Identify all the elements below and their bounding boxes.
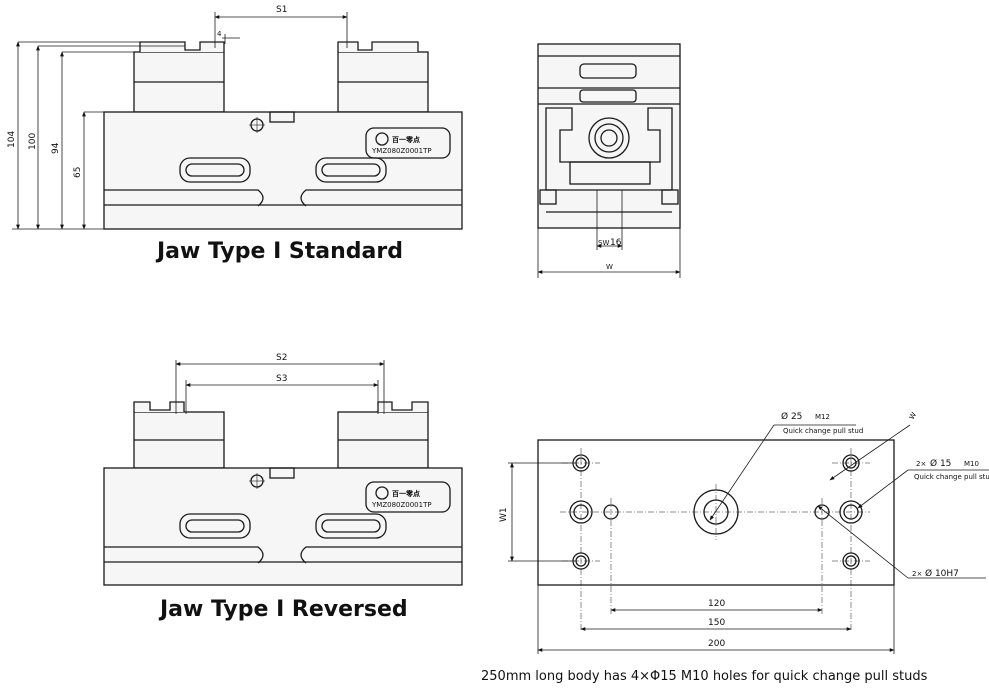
dim-sw: SW bbox=[598, 239, 609, 247]
left-jaw-reversed bbox=[133, 401, 225, 469]
caption-reversed: Jaw Type I Reversed bbox=[158, 597, 408, 622]
side-hole-thread: M10 bbox=[964, 460, 979, 468]
reversed-front-view bbox=[103, 401, 463, 586]
vise-body bbox=[103, 111, 463, 230]
reversed-dimensions bbox=[175, 360, 385, 414]
dim-200: 200 bbox=[708, 639, 725, 649]
center-bore-icon bbox=[588, 117, 630, 159]
center-hole-dia: Ø 25 bbox=[781, 411, 802, 422]
dim-94: 94 bbox=[51, 142, 61, 154]
center-hole-thread: M12 bbox=[815, 413, 830, 421]
model-text: YMZ080Z0001TP bbox=[371, 147, 432, 155]
brand-logo-icon-reversed bbox=[375, 486, 389, 500]
pin-hole-dia: Ø 10H7 bbox=[925, 568, 959, 579]
dim-120: 120 bbox=[708, 599, 725, 609]
dim-s3: S3 bbox=[276, 374, 287, 384]
dim-4: 4 bbox=[217, 30, 222, 38]
dim-s2: S2 bbox=[276, 353, 287, 363]
slot-right-reversed bbox=[315, 513, 387, 539]
right-jaw-reversed bbox=[337, 401, 429, 469]
dim-bottom-w: W bbox=[908, 411, 918, 421]
dim-side-w: W bbox=[606, 263, 613, 271]
side-view bbox=[537, 43, 681, 229]
center-hole-note: Quick change pull stud bbox=[783, 427, 863, 435]
side-hole-count: 2× bbox=[916, 460, 926, 468]
right-jaw bbox=[337, 41, 429, 113]
footnote: 250mm long body has 4×Φ15 M10 holes for … bbox=[481, 669, 928, 684]
standard-dimensions bbox=[12, 12, 348, 230]
logo-plate bbox=[365, 127, 451, 159]
standard-front-view bbox=[103, 41, 463, 230]
vise-body-reversed bbox=[103, 467, 463, 586]
model-text-reversed: YMZ080Z0001TP bbox=[371, 501, 432, 509]
dim-w1: W1 bbox=[499, 507, 509, 522]
dim-16: 16 bbox=[610, 238, 622, 248]
slot-left-reversed bbox=[179, 513, 251, 539]
side-hole-note: Quick change pull stud bbox=[914, 473, 989, 481]
left-jaw bbox=[133, 41, 225, 113]
pin-hole-count: 2× bbox=[912, 570, 922, 578]
dim-150: 150 bbox=[708, 618, 725, 628]
side-dimensions bbox=[537, 190, 681, 278]
dim-65: 65 bbox=[73, 167, 83, 178]
caption-standard: Jaw Type I Standard bbox=[155, 239, 403, 264]
bottom-dimensions bbox=[508, 424, 989, 654]
side-hole-dia: Ø 15 bbox=[930, 458, 951, 469]
dim-s1: S1 bbox=[276, 5, 287, 15]
dim-100: 100 bbox=[28, 133, 38, 150]
logo-plate-reversed bbox=[365, 481, 451, 513]
dim-104: 104 bbox=[7, 131, 17, 148]
logo-text: 百一零点 bbox=[392, 135, 420, 144]
slot-right bbox=[315, 157, 387, 183]
slot-left bbox=[179, 157, 251, 183]
brand-logo-icon bbox=[375, 132, 389, 146]
logo-text-reversed: 百一零点 bbox=[392, 489, 420, 498]
